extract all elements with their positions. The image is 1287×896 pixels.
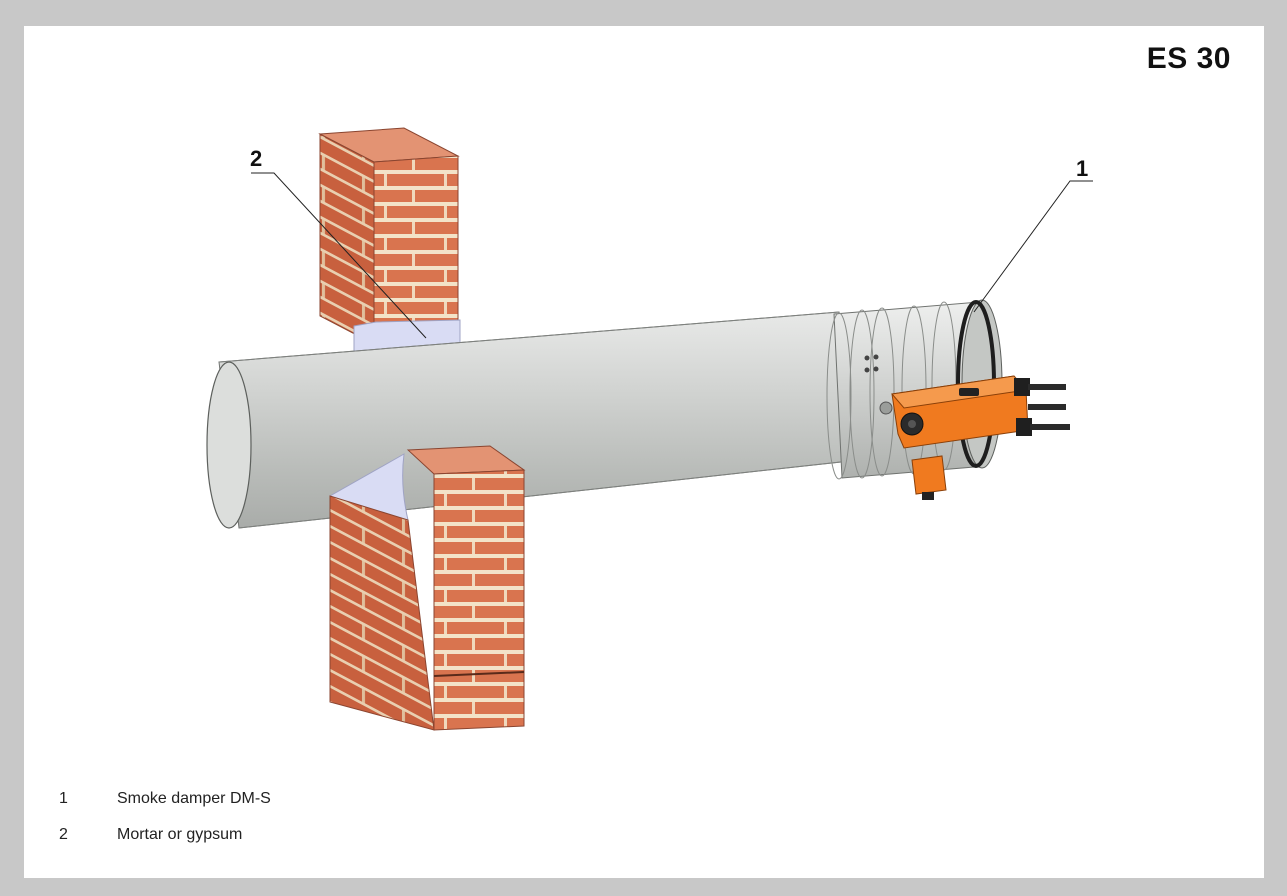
callout-2-label: 2 bbox=[250, 146, 263, 171]
legend-item: 1 Smoke damper DM-S bbox=[59, 790, 271, 808]
upper-wall-section bbox=[318, 127, 460, 345]
legend-item-number: 1 bbox=[59, 790, 68, 807]
lower-wall-section bbox=[329, 445, 526, 731]
legend-item-label: Mortar or gypsum bbox=[117, 826, 243, 843]
legend-item-number: 2 bbox=[59, 826, 68, 843]
circular-duct bbox=[206, 311, 860, 529]
callout-1-leader bbox=[973, 180, 1093, 313]
callout-2-leader bbox=[251, 172, 427, 339]
fire-rating-badge: ES 30 bbox=[1146, 42, 1231, 75]
legend-item-label: Smoke damper DM-S bbox=[117, 790, 271, 807]
drawing-frame: ES 30 bbox=[24, 26, 1264, 878]
callout-1-label: 1 bbox=[1076, 156, 1089, 181]
installation-drawing bbox=[206, 127, 1093, 731]
legend-item: 2 Mortar or gypsum bbox=[59, 826, 242, 844]
damper-actuator bbox=[879, 375, 1070, 500]
